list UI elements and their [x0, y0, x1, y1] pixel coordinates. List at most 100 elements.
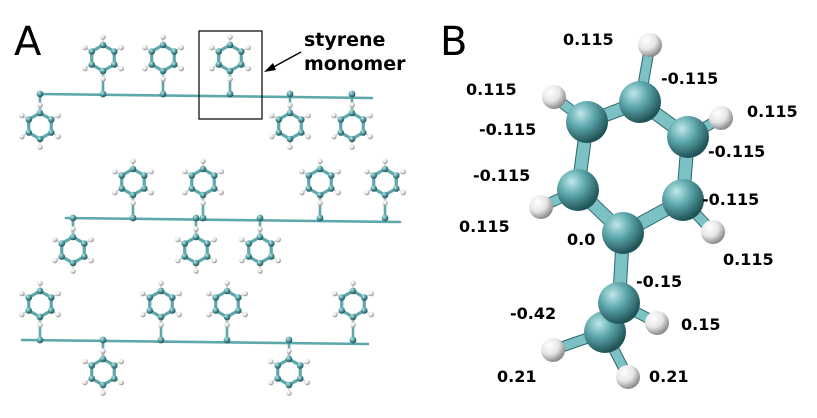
carbon-atom: [234, 294, 242, 301]
hydrogen-atom: [269, 133, 275, 140]
hydrogen-atom: [305, 112, 311, 119]
carbon-atom: [47, 116, 55, 123]
hydrogen-atom: [242, 311, 248, 318]
hydrogen-atom: [37, 102, 43, 108]
carbon-atom: [305, 172, 313, 179]
carbon-atom: [327, 185, 335, 192]
carbon-atom: [566, 101, 608, 143]
benzene-ring: [206, 280, 248, 328]
hydrogen-atom: [709, 106, 733, 130]
hydrogen-atom: [268, 358, 274, 365]
hydrogen-atom: [193, 268, 199, 274]
carbon-atom: [88, 61, 96, 68]
backbone-carbon: [285, 336, 293, 344]
hydrogen-atom: [400, 168, 406, 175]
hydrogen-atom: [645, 311, 669, 335]
carbon-atom: [159, 41, 167, 49]
backbone-carbon: [256, 214, 264, 222]
panel-a-letter: A: [14, 19, 42, 65]
hydrogen-atom: [55, 290, 61, 297]
carbon-atom: [392, 172, 400, 179]
backbone-carbon: [157, 336, 165, 344]
hydrogen-atom: [529, 195, 553, 219]
hydrogen-atom: [701, 220, 725, 244]
carbon-atom: [118, 185, 126, 192]
carbon-atom: [297, 116, 305, 123]
hydrogen-atom: [19, 112, 25, 119]
carbon-atom: [212, 307, 220, 314]
hydrogen-atom: [350, 280, 356, 286]
hydrogen-atom: [176, 311, 182, 318]
carbon-atom: [168, 294, 176, 301]
hydrogen-atom: [364, 168, 370, 175]
carbon-atom: [168, 307, 176, 314]
hydrogen-atom: [82, 379, 88, 386]
hydrogen-atom: [193, 226, 199, 232]
carbon-atom: [274, 362, 282, 369]
carbon-atom: [140, 185, 148, 192]
hydrogen-atom: [286, 348, 292, 354]
carbon-atom: [181, 240, 189, 247]
hydrogen-atom: [382, 158, 388, 164]
benzene-ring: [182, 158, 224, 206]
backbone-carbon: [348, 90, 356, 98]
carbon-atom: [140, 172, 148, 179]
carbon-atom: [619, 81, 661, 123]
carbon-atom: [226, 67, 234, 75]
hydrogen-atom: [242, 290, 248, 297]
carbon-atom: [199, 191, 207, 199]
annotation-styrene: styrene: [304, 29, 385, 51]
benzene-ring: [364, 158, 406, 206]
carbon-atom: [199, 165, 207, 173]
hydrogen-atom: [304, 358, 310, 365]
hydrogen-atom: [118, 65, 124, 72]
carbon-atom: [226, 41, 234, 49]
carbon-atom: [337, 116, 345, 123]
hydrogen-atom: [332, 311, 338, 318]
hydrogen-atom: [317, 158, 323, 164]
carbon-atom: [348, 135, 356, 143]
backbone-bond: [64, 216, 402, 224]
carbon-atom: [129, 191, 137, 199]
carbon-atom: [25, 116, 33, 123]
hydrogen-atom: [160, 34, 166, 40]
hydrogen-atom: [257, 268, 263, 274]
hydrogen-atom: [332, 290, 338, 297]
hydrogen-atom: [275, 236, 281, 243]
hydrogen-atom: [37, 280, 43, 286]
carbon-atom: [192, 233, 200, 241]
backbone-carbon: [129, 214, 137, 222]
carbon-atom: [285, 355, 293, 363]
carbon-atom: [69, 233, 77, 241]
hydrogen-atom: [55, 311, 61, 318]
carbon-atom: [212, 294, 220, 301]
charge-c-top: -0.115: [661, 69, 718, 88]
hydrogen-atom: [178, 44, 184, 51]
carbon-atom: [286, 135, 294, 143]
carbon-atom: [88, 362, 96, 369]
hydrogen-atom: [542, 85, 566, 109]
charge-c-lowerright: -0.115: [702, 190, 759, 209]
charge-c-lowerleft: -0.115: [473, 166, 530, 185]
hydrogen-atom: [335, 189, 341, 196]
carbon-atom: [80, 240, 88, 247]
backbone-carbon: [69, 214, 77, 222]
carbon-atom: [58, 253, 66, 260]
backbone-carbon: [159, 90, 167, 98]
hydrogen-atom: [176, 290, 182, 297]
benzene-ring: [52, 226, 94, 274]
carbon-atom: [245, 253, 253, 260]
carbon-atom: [267, 253, 275, 260]
carbon-atom: [349, 287, 357, 295]
carbon-atom: [360, 307, 368, 314]
hydrogen-atom: [52, 236, 58, 243]
hydrogen-atom: [638, 33, 662, 57]
carbon-atom: [36, 313, 44, 321]
hydrogen-atom: [112, 189, 118, 196]
carbon-atom: [99, 381, 107, 389]
hydrogen-atom: [37, 144, 43, 150]
hydrogen-atom: [305, 133, 311, 140]
carbon-atom: [47, 129, 55, 136]
hydrogen-atom: [142, 44, 148, 51]
backbone-carbon: [199, 214, 207, 222]
